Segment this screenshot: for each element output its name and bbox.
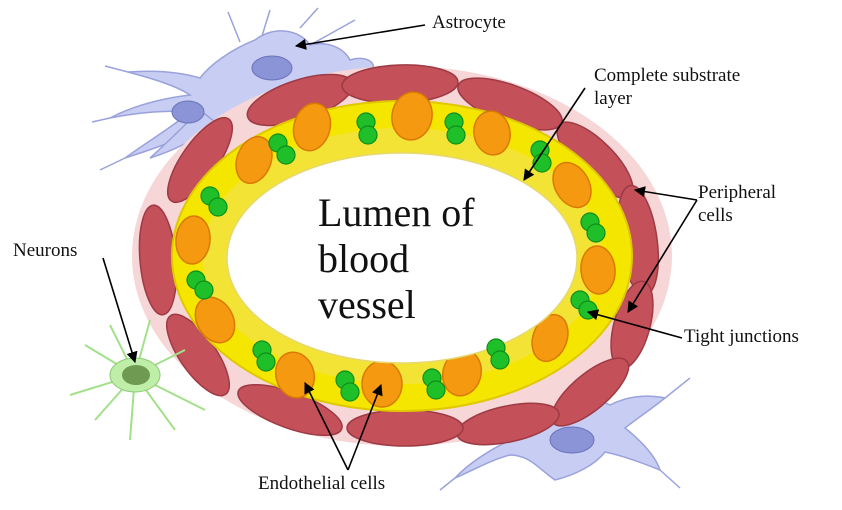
substrate-label-line1: Complete substrate (594, 64, 740, 87)
tight-junction-icon (357, 113, 377, 144)
lumen-label: Lumen of blood vessel (318, 190, 475, 328)
peripheral-label-line1: Peripheral (698, 181, 776, 204)
neurons-arrow (103, 258, 135, 362)
peripheral-label: Peripheral cells (698, 181, 776, 227)
substrate-label-line2: layer (594, 87, 740, 110)
neurons-label: Neurons (13, 239, 77, 262)
tight-junction-icon (445, 113, 465, 144)
endothelial-label: Endothelial cells (258, 472, 385, 495)
astrocyte-nucleus-icon (172, 101, 204, 123)
astrocyte-label: Astrocyte (432, 11, 506, 34)
peripheral-label-line2: cells (698, 204, 776, 227)
tight-junctions-label: Tight junctions (684, 325, 799, 348)
lumen-label-line3: vessel (318, 282, 475, 328)
lumen-label-line2: blood (318, 236, 475, 282)
lumen-label-line1: Lumen of (318, 190, 475, 236)
neuron-nucleus-icon (122, 365, 150, 385)
astrocyte-nucleus-icon (550, 427, 594, 453)
endothelial-cell-icon (362, 361, 402, 407)
astrocyte-arrow (296, 25, 425, 46)
substrate-label: Complete substrate layer (594, 64, 740, 110)
tight-junction-icon (531, 141, 551, 172)
astrocyte-nucleus-icon (252, 56, 292, 80)
